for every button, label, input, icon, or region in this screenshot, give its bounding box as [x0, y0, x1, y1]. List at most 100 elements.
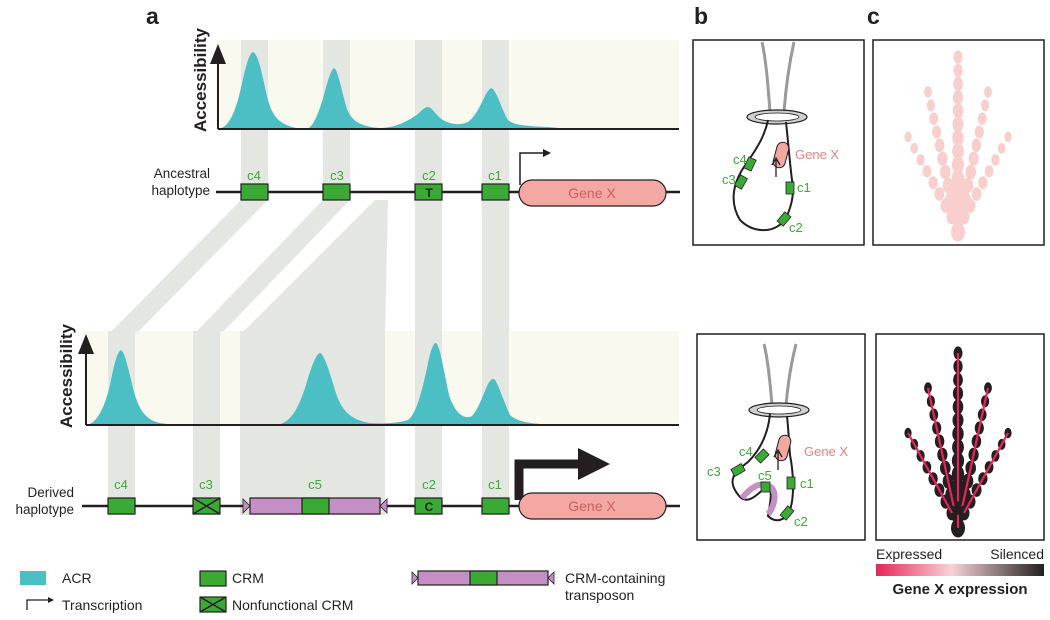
loop-label-c4-top: c4: [733, 152, 747, 167]
loop-arrow-top: [771, 156, 781, 177]
tassel-top-right-2-spikelet: [997, 142, 1006, 154]
derived-crm-label-c4: c4: [114, 477, 128, 492]
loop-label-c4-bottom: c4: [739, 444, 753, 459]
loop-diagram-derived: c4 c3 c5 c1 c2 Gene X: [696, 333, 866, 541]
derived-crm-c1: [481, 497, 510, 515]
y-axis-label-top: Accessibility: [191, 28, 210, 132]
legend-crm-label: CRM: [232, 570, 264, 586]
transcription-arrow-large: [514, 459, 582, 500]
ancestral-crm-label-c3: c3: [330, 168, 344, 183]
derived-gene-x: [518, 492, 667, 520]
loop-transposon: [739, 481, 778, 517]
derived-crm-label-c5: c5: [308, 477, 322, 492]
tassel-top-central-spikelet: [952, 129, 964, 146]
tassel-top-right-2-spikelet: [978, 176, 988, 190]
ancestral-haplotype: Ancestral haplotype c4 c3 c2 c1 T Gene X: [151, 149, 680, 207]
tassel-bottom-right-1-vein: [960, 387, 990, 509]
loop-diagram-ancestral: c4 c3 c1 c2 Gene X: [692, 39, 865, 246]
tassel-bottom-right-2-vein: [963, 432, 1009, 514]
transposon-tir-left: [242, 498, 251, 514]
tassel-top-left-1-spikelet: [934, 138, 945, 153]
loop-label-c1-bottom: c1: [800, 476, 814, 491]
derived-crm-c2: [414, 497, 443, 515]
ancestral-label-2: haplotype: [151, 183, 210, 198]
track-shade-top: [216, 40, 679, 129]
loop-crm-c3-top: [733, 174, 749, 190]
loop-gene-bottom: [774, 434, 792, 462]
legend-acr-swatch: [20, 571, 46, 585]
tassel-top-central-spikelet: [952, 103, 964, 119]
legend-tir-left: [411, 571, 419, 585]
legend-transcription-arrowhead: [48, 597, 54, 603]
legend-transposon-crm: [469, 570, 498, 586]
ancestral-crm-c2: [414, 183, 443, 201]
tassel-bottom-left-2-vein: [907, 432, 953, 514]
transcription-arrowhead-large: [578, 448, 610, 480]
derived-crm-label-c3: c3: [199, 477, 213, 492]
accessibility-track-derived: Accessibility: [57, 324, 679, 428]
tassel-top-left-1-spikelet: [924, 86, 932, 98]
loop-box-top: [692, 39, 865, 246]
legend: ACR Transcription CRM Nonfunctional CRM …: [20, 570, 665, 613]
tassel-top-left-1-spikelet: [926, 99, 936, 112]
loop-crm-c1-top: [785, 181, 795, 195]
derived-label-2: haplotype: [15, 502, 74, 517]
ancestral-crm-label-c2: c2: [422, 168, 436, 183]
acr-peaks-ancestral: [218, 52, 580, 129]
y-axis-label-bottom: Accessibility: [57, 324, 76, 428]
tassel-top-right-2-spikelet: [1004, 131, 1012, 143]
derived-crm-c4: [107, 497, 136, 515]
ancestral-crm-c4: [240, 183, 269, 201]
loop-label-c2-top: c2: [789, 220, 803, 235]
connector-insertion: [240, 200, 388, 335]
tassel-top-left-1-spikelet: [937, 151, 948, 166]
tassel-derived: [904, 346, 1012, 538]
tassel-top-right-2-spikelet: [984, 165, 994, 178]
loop-label-c1-top: c1: [797, 180, 811, 195]
tassel-top-right-2-spikelet: [965, 198, 976, 213]
expression-legend: Expressed Silenced Gene X expression: [876, 546, 1044, 598]
loop-crm-c4-bottom: [754, 448, 770, 464]
derived-crm-c5: [301, 497, 330, 515]
chromatin-strand-3: [762, 343, 774, 407]
tassel-top-right-1-spikelet: [977, 112, 987, 125]
derived-crm-label-c2: c2: [422, 477, 436, 492]
chromatin-strand-1: [760, 41, 772, 113]
dna-loop-bottom: [731, 413, 794, 522]
tassel-top-left-2-spikelet: [940, 198, 951, 213]
tassel-top-left-1-spikelet: [942, 177, 954, 193]
snp-mark-c: C: [425, 500, 434, 514]
expression-gradient-bar: [876, 564, 1044, 576]
tassel-top-right-2-spikelet: [971, 187, 982, 201]
nonfunctional-cross: [192, 497, 221, 515]
ancestral-crm-label-c1: c1: [488, 168, 502, 183]
chromatin-strand-4: [784, 343, 798, 407]
loop-crm-c5: [760, 481, 771, 493]
tassel-top-central-spikelet: [952, 143, 964, 160]
ancestral-crm-c3: [322, 183, 351, 201]
snp-mark-t: T: [425, 186, 433, 200]
loop-gene-top: [772, 141, 790, 169]
band-overlay-b-c3: [193, 331, 220, 425]
tassel-top-central-spikelet: [951, 156, 965, 174]
transcription-arrow-small: [519, 152, 545, 185]
cohesin-ring-inner-bottom: [756, 405, 802, 415]
tassel-ancestral: [904, 50, 1012, 242]
legend-nonfunctional-cross: [199, 596, 227, 613]
tassel-top-central-spikelet: [951, 169, 965, 187]
legend-transposon-label-1: CRM-containing: [565, 570, 665, 586]
tassel-top-left-2-spikelet: [910, 142, 919, 154]
panel-letter-c: c: [867, 3, 880, 29]
legend-crm-swatch: [199, 570, 227, 587]
transcription-arrowhead-small: [543, 149, 551, 157]
tassel-top-left-1-spikelet: [929, 112, 939, 125]
tassel-top-central-spikelet: [951, 222, 965, 242]
derived-crm-label-c1: c1: [488, 477, 502, 492]
loop-label-c3-bottom: c3: [707, 464, 721, 479]
derived-label-1: Derived: [27, 485, 74, 500]
tassel-top-right-1-spikelet: [981, 99, 990, 112]
tassel-top-right-1-spikelet: [984, 86, 992, 98]
tassel-top-right-2-spikelet: [991, 154, 1000, 166]
legend-acr-label: ACR: [62, 570, 92, 586]
tassel-top-central-spikelet: [953, 76, 963, 91]
